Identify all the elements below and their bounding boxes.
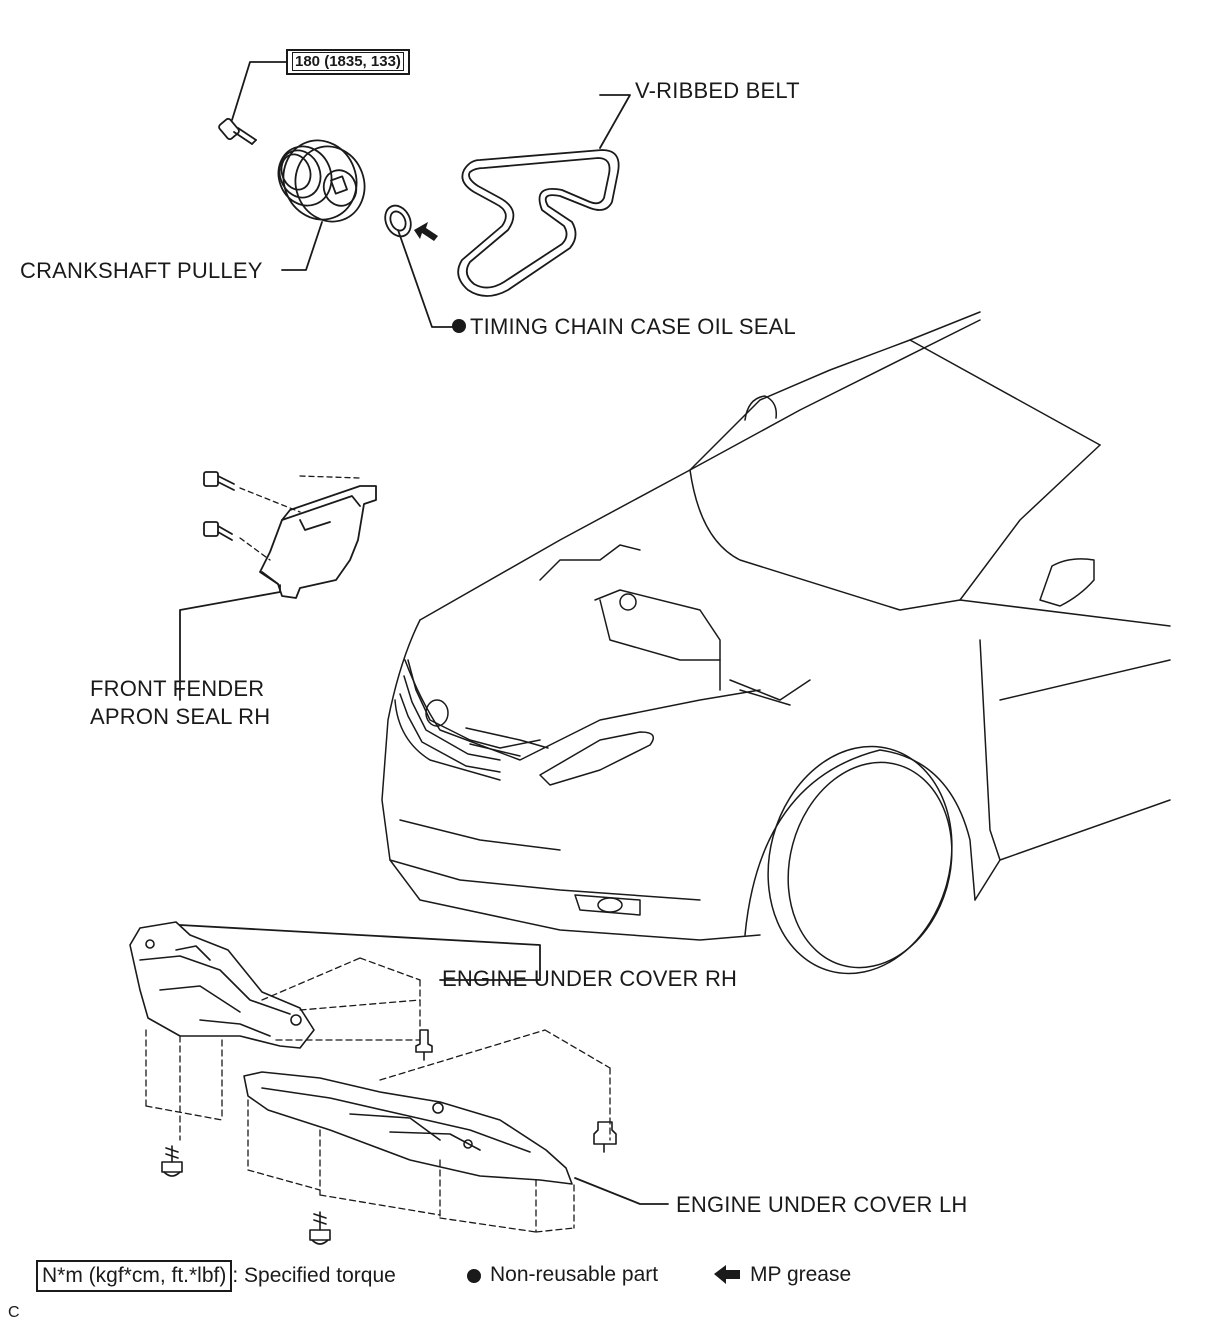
non-reusable-dot-icon xyxy=(452,319,466,334)
grease-arrow-icon xyxy=(414,222,438,241)
apron-dashed-guides xyxy=(239,475,361,561)
torque-spec-label: 180 (1835, 133) xyxy=(286,49,410,75)
timing-chain-case-oil-seal-text: TIMING CHAIN CASE OIL SEAL xyxy=(470,314,796,339)
engine-under-cover-rh-label: ENGINE UNDER COVER RH xyxy=(442,966,738,991)
engine-under-cover-rh-icon xyxy=(129,921,315,1049)
legend-torque-box: N*m (kgf*cm, ft.*lbf) xyxy=(36,1260,233,1292)
apron-seal-icon xyxy=(203,471,377,599)
front-fender-apron-seal-label-line1: FRONT FENDER xyxy=(90,676,265,701)
engine-under-cover-lh-icon xyxy=(243,1071,573,1185)
under-cover-dashed-guides xyxy=(145,957,611,1233)
engine-under-cover-lh-label: ENGINE UNDER COVER LH xyxy=(676,1192,968,1217)
crankshaft-pulley-label: CRANKSHAFT PULLEY xyxy=(20,258,263,283)
crankshaft-pulley-icon xyxy=(277,139,366,223)
leader-lines xyxy=(179,61,669,1205)
legend-torque: N*m (kgf*cm, ft.*lbf): Specified torque xyxy=(36,1260,396,1292)
bolt-icon xyxy=(218,117,257,145)
legend-mp-grease: MP grease xyxy=(750,1263,852,1286)
figure-code: C xyxy=(8,1304,20,1321)
v-ribbed-belt-icon xyxy=(457,149,620,297)
car-body-icon xyxy=(381,311,1171,975)
torque-spec-value: 180 (1835, 133) xyxy=(292,52,404,71)
legend-non-reusable: Non-reusable part xyxy=(490,1263,659,1286)
grease-arrow-icon xyxy=(714,1265,740,1284)
timing-chain-case-oil-seal-label: TIMING CHAIN CASE OIL SEAL xyxy=(452,314,796,340)
bolt-icon xyxy=(161,1145,331,1245)
front-fender-apron-seal-label-line2: APRON SEAL RH xyxy=(90,704,271,729)
oil-seal-icon xyxy=(384,204,412,238)
non-reusable-dot-icon xyxy=(467,1269,481,1283)
clip-icon xyxy=(415,1029,617,1153)
legend-torque-text: : Specified torque xyxy=(232,1264,396,1287)
v-ribbed-belt-label: V-RIBBED BELT xyxy=(635,78,800,103)
